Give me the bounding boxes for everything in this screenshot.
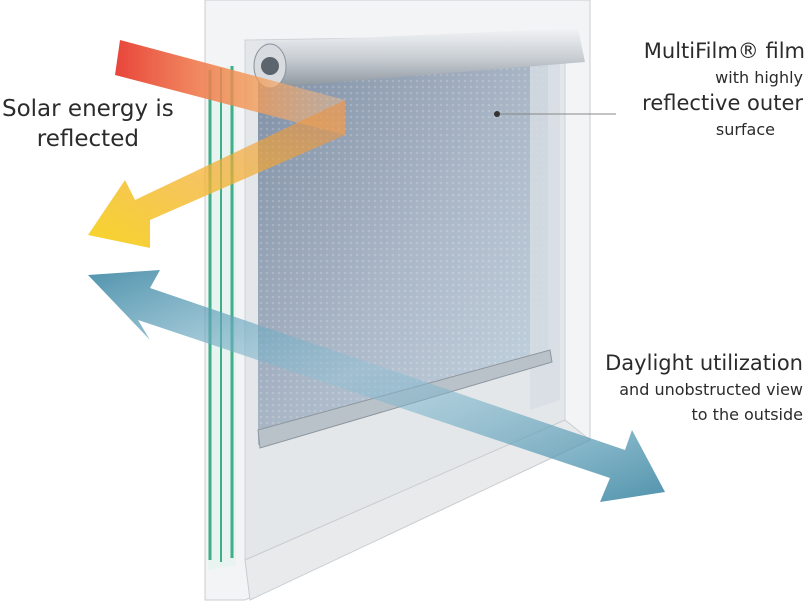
daylight-label-line1: Daylight utilization	[605, 351, 803, 375]
film-pointer	[494, 111, 616, 117]
daylight-arrow	[88, 270, 665, 502]
solar-energy-label: Solar energy is reflected	[2, 94, 174, 154]
film-label: MultiFilm® film with highly reflective o…	[642, 38, 805, 142]
film-label-line2: with highly	[715, 68, 803, 87]
solar-reflection-arrow	[88, 40, 345, 248]
roller-tube	[253, 28, 585, 89]
daylight-label-line3: to the outside	[691, 405, 803, 424]
daylight-label: Daylight utilization and unobstructed vi…	[605, 350, 803, 427]
multifilm-film	[258, 55, 560, 445]
daylight-label-line2: and unobstructed view	[619, 380, 803, 399]
film-label-line4: surface	[715, 120, 775, 139]
solar-label-line1: Solar energy is	[2, 96, 174, 122]
solar-label-line2: reflected	[36, 126, 139, 152]
film-label-line3: reflective outer	[642, 91, 803, 115]
film-label-line1: MultiFilm® film	[643, 39, 805, 63]
